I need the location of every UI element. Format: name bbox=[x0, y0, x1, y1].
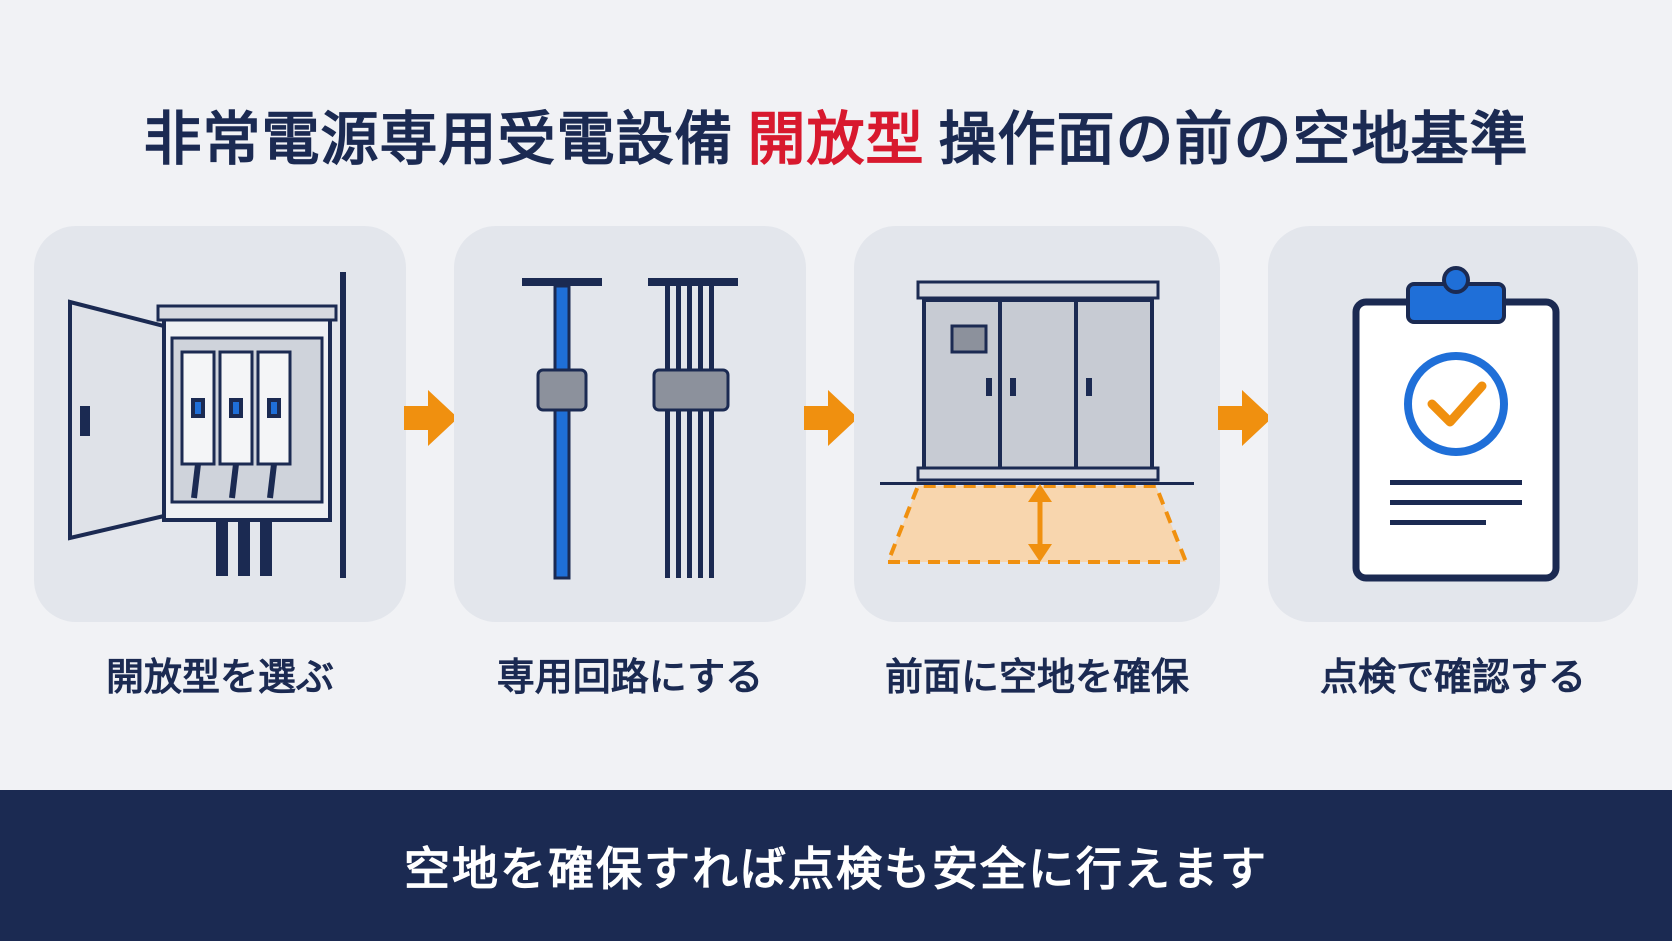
footer-text: 空地を確保すれば点検も安全に行えます bbox=[404, 841, 1268, 896]
footer-banner: 空地を確保すれば点検も安全に行えます bbox=[0, 790, 1672, 941]
title-accent: 開放型 bbox=[747, 105, 925, 173]
title-suffix: 操作面の前の空地基準 bbox=[938, 105, 1529, 173]
step-label-4: 点検で確認する bbox=[1319, 655, 1586, 699]
title-prefix: 非常電源専用受電設備 bbox=[143, 105, 734, 173]
clear-space-icon bbox=[880, 280, 1194, 564]
step-label-1: 開放型を選ぶ bbox=[105, 655, 334, 699]
arrow-right-icon bbox=[1218, 390, 1272, 446]
dedicated-circuit-icon bbox=[522, 278, 738, 580]
step-label-3: 前面に空地を確保 bbox=[884, 655, 1189, 699]
step-card-2 bbox=[454, 226, 806, 622]
arrow-right-icon bbox=[804, 390, 858, 446]
step-card-4 bbox=[1268, 226, 1638, 622]
step-label-2: 専用回路にする bbox=[496, 655, 764, 699]
arrow-right-icon bbox=[404, 390, 458, 446]
page-title: 非常電源専用受電設備開放型操作面の前の空地基準 bbox=[0, 92, 1672, 176]
checklist-clipboard-icon bbox=[1352, 266, 1560, 582]
step-card-3 bbox=[854, 226, 1220, 622]
open-cabinet-icon bbox=[68, 272, 346, 578]
step-card-1 bbox=[34, 226, 406, 622]
